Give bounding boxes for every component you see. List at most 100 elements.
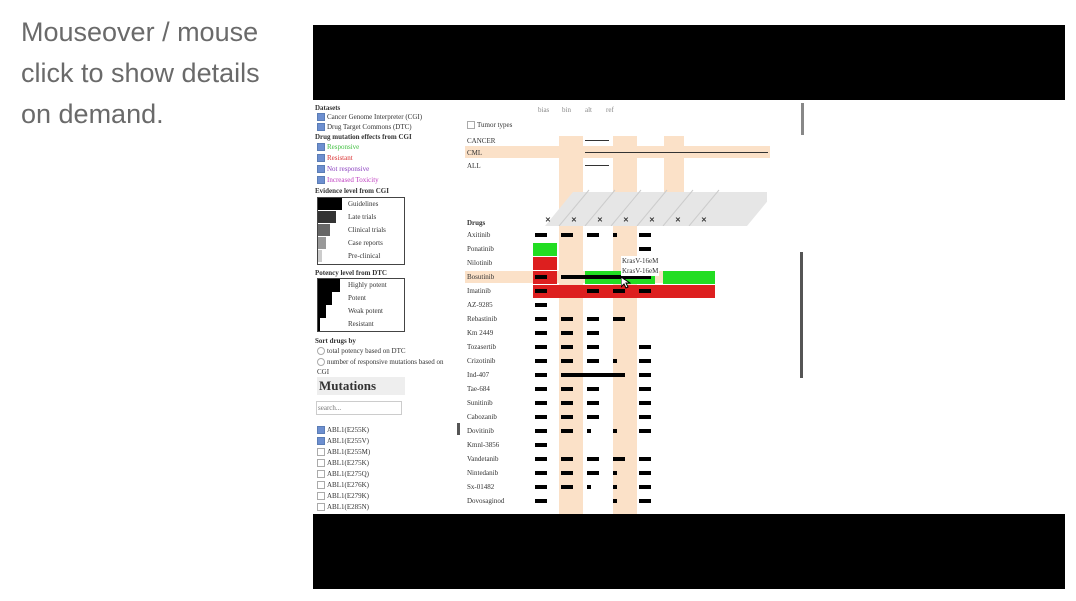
mutation-item[interactable]: ABL1(E285N)	[317, 502, 369, 512]
evidence-bar[interactable]	[587, 429, 591, 433]
dataset-cgi-option[interactable]: Cancer Genome Interpreter (CGI)	[317, 112, 422, 122]
evidence-bar[interactable]	[613, 359, 617, 363]
close-icon[interactable]: ✕	[545, 216, 551, 224]
effect-resistant-option[interactable]: Resistant	[317, 153, 353, 163]
evidence-bar[interactable]	[639, 359, 651, 363]
evidence-bar[interactable]	[561, 415, 573, 419]
evidence-bar[interactable]	[535, 415, 547, 419]
radio[interactable]	[317, 358, 325, 367]
evidence-bar[interactable]	[561, 373, 625, 377]
evidence-bar[interactable]	[535, 275, 547, 279]
close-icon[interactable]: ✕	[675, 216, 681, 224]
checkbox[interactable]	[317, 503, 325, 512]
evidence-bar[interactable]	[639, 457, 651, 461]
evidence-bar[interactable]	[535, 485, 547, 489]
evidence-bar[interactable]	[587, 289, 599, 293]
responsive-cell[interactable]	[533, 243, 557, 256]
checkbox[interactable]	[317, 154, 325, 163]
drug-label[interactable]: Nilotinib	[467, 259, 493, 267]
evidence-bar[interactable]	[613, 457, 625, 461]
radio[interactable]	[317, 347, 325, 356]
drug-label[interactable]: Imatinib	[467, 287, 491, 295]
evidence-bar[interactable]	[561, 429, 573, 433]
evidence-bar[interactable]	[535, 359, 547, 363]
evidence-bar[interactable]	[587, 415, 599, 419]
close-icon[interactable]: ✕	[701, 216, 707, 224]
mutation-item[interactable]: ABL1(E255M)	[317, 447, 370, 457]
sort-option-responsive[interactable]: number of responsive mutations based on …	[317, 357, 457, 377]
evidence-bar[interactable]	[561, 233, 573, 237]
checkbox[interactable]	[317, 123, 325, 132]
evidence-bar[interactable]	[613, 471, 617, 475]
effect-toxicity-option[interactable]: Increased Toxicity	[317, 175, 379, 185]
evidence-bar[interactable]	[639, 485, 651, 489]
mutation-item[interactable]: ABL1(E275K)	[317, 458, 369, 468]
evidence-bar[interactable]	[587, 485, 591, 489]
evidence-bar[interactable]	[639, 233, 651, 237]
matrix-scrollbar[interactable]	[800, 252, 803, 378]
evidence-bar[interactable]	[613, 485, 617, 489]
checkbox[interactable]	[317, 492, 325, 501]
evidence-bar[interactable]	[587, 331, 599, 335]
top-scrollbar[interactable]	[801, 103, 804, 135]
checkbox[interactable]	[317, 437, 325, 446]
effect-responsive-option[interactable]: Responsive	[317, 142, 359, 152]
tumor-types-toggle[interactable]: Tumor types	[467, 120, 512, 130]
evidence-bar[interactable]	[561, 331, 573, 335]
evidence-bar[interactable]	[587, 317, 599, 321]
checkbox[interactable]	[317, 459, 325, 468]
evidence-bar[interactable]	[587, 471, 599, 475]
drug-label[interactable]: Km 2449	[467, 329, 494, 337]
checkbox[interactable]	[317, 426, 325, 435]
checkbox[interactable]	[317, 143, 325, 152]
evidence-bar[interactable]	[639, 289, 651, 293]
drug-label[interactable]: Kmnl-3856	[467, 441, 500, 449]
mutation-item[interactable]: ABL1(E276K)	[317, 480, 369, 490]
evidence-bar[interactable]	[639, 345, 651, 349]
evidence-bar[interactable]	[535, 303, 547, 307]
evidence-bar[interactable]	[561, 317, 573, 321]
checkbox[interactable]	[317, 470, 325, 479]
close-icon[interactable]: ✕	[623, 216, 629, 224]
evidence-bar[interactable]	[587, 359, 599, 363]
resistant-cell[interactable]	[533, 257, 557, 270]
evidence-bar[interactable]	[535, 471, 547, 475]
drug-label[interactable]: Rebastinib	[467, 315, 497, 323]
evidence-bar[interactable]	[535, 443, 547, 447]
evidence-bar[interactable]	[535, 289, 547, 293]
evidence-bar[interactable]	[535, 373, 547, 377]
evidence-bar[interactable]	[587, 233, 599, 237]
evidence-bar[interactable]	[561, 457, 573, 461]
evidence-bar[interactable]	[587, 457, 599, 461]
sort-option-potency[interactable]: total potency based on DTC	[317, 346, 406, 356]
drug-label[interactable]: Cabozanib	[467, 413, 497, 421]
close-icon[interactable]: ✕	[649, 216, 655, 224]
evidence-bar[interactable]	[535, 429, 547, 433]
evidence-bar[interactable]	[639, 373, 651, 377]
checkbox[interactable]	[317, 165, 325, 174]
evidence-bar[interactable]	[535, 401, 547, 405]
evidence-bar[interactable]	[535, 331, 547, 335]
evidence-bar[interactable]	[535, 457, 547, 461]
drug-label[interactable]: Tozasertib	[467, 343, 497, 351]
video-player[interactable]: Datasets Cancer Genome Interpreter (CGI)…	[313, 25, 1065, 589]
drug-label[interactable]: Nintedanib	[467, 469, 499, 477]
drug-label[interactable]: Ponatinib	[467, 245, 494, 253]
drug-label[interactable]: Ind-407	[467, 371, 490, 379]
evidence-bar[interactable]	[639, 247, 651, 251]
drug-label[interactable]: Vandetanib	[467, 455, 499, 463]
dataset-dtc-option[interactable]: Drug Target Commons (DTC)	[317, 122, 412, 132]
evidence-bar[interactable]	[639, 401, 651, 405]
evidence-bar[interactable]	[561, 401, 573, 405]
responsive-cell[interactable]	[663, 271, 715, 284]
drug-label[interactable]: Axitinib	[467, 231, 491, 239]
mutation-item[interactable]: ABL1(E275Q)	[317, 469, 369, 479]
evidence-bar[interactable]	[613, 289, 625, 293]
evidence-bar[interactable]	[535, 499, 547, 503]
drug-label[interactable]: Bosutinib	[467, 273, 495, 281]
checkbox[interactable]	[317, 481, 325, 490]
evidence-bar[interactable]	[561, 359, 573, 363]
evidence-bar[interactable]	[639, 499, 651, 503]
mutations-scrollbar[interactable]	[457, 423, 460, 435]
checkbox[interactable]	[317, 176, 325, 185]
